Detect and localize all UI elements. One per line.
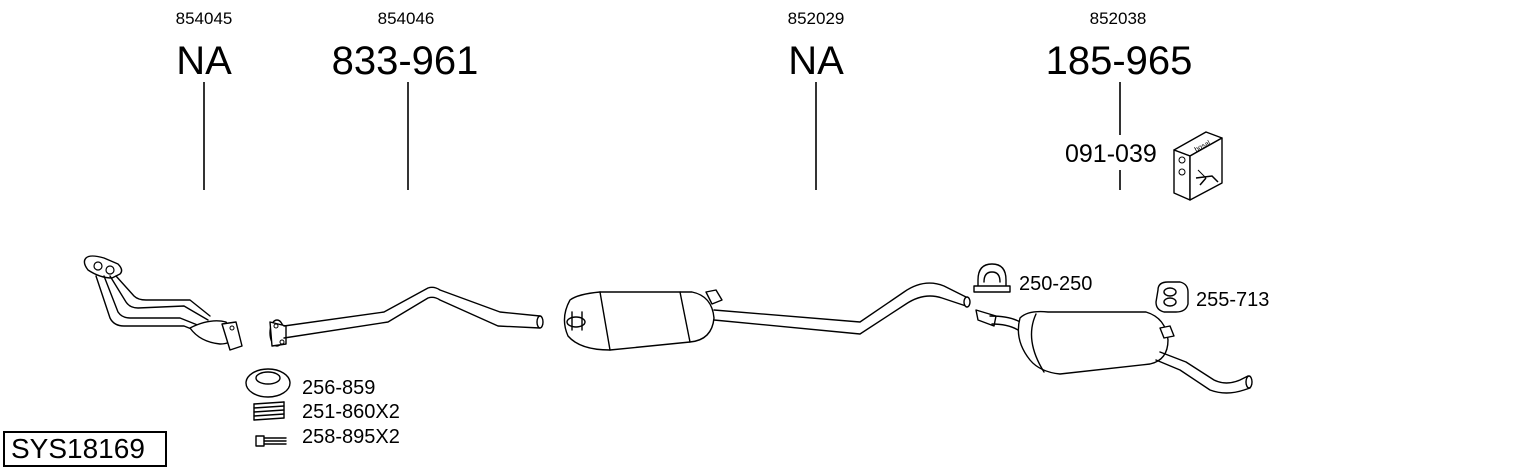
- accessory-number-3[interactable]: 258-895X2: [302, 426, 400, 448]
- oe-ref-4: 852038: [1090, 9, 1147, 28]
- system-id-box: SYS18169: [3, 431, 167, 467]
- middle-silencer[interactable]: [563, 282, 971, 351]
- gasket-ring-icon[interactable]: [245, 368, 291, 398]
- front-downpipe[interactable]: [83, 255, 243, 351]
- clamp-icon[interactable]: [973, 263, 1011, 293]
- bolt-icon[interactable]: [255, 435, 287, 447]
- front-pipe[interactable]: [269, 286, 544, 347]
- oe-ref-1: 854045: [176, 9, 233, 28]
- oe-ref-2: 854046: [378, 9, 435, 28]
- part-number-4[interactable]: 185-965: [1046, 39, 1193, 83]
- oe-ref-3: 852029: [788, 9, 845, 28]
- part-number-3[interactable]: NA: [788, 39, 844, 83]
- accessory-number-4[interactable]: 250-250: [1019, 273, 1092, 295]
- rubber-mount-icon[interactable]: [1155, 281, 1189, 313]
- rear-silencer[interactable]: [975, 309, 1253, 394]
- accessory-number-2[interactable]: 251-860X2: [302, 401, 400, 423]
- accessory-number-1[interactable]: 256-859: [302, 377, 375, 399]
- spring-icon[interactable]: [253, 401, 285, 421]
- accessory-number-5[interactable]: 255-713: [1196, 289, 1269, 311]
- mounting-kit-number[interactable]: 091-039: [1065, 140, 1157, 168]
- mounting-kit-box-icon[interactable]: bosal: [1173, 131, 1223, 201]
- part-number-2[interactable]: 833-961: [332, 39, 479, 83]
- part-number-1[interactable]: NA: [176, 39, 232, 83]
